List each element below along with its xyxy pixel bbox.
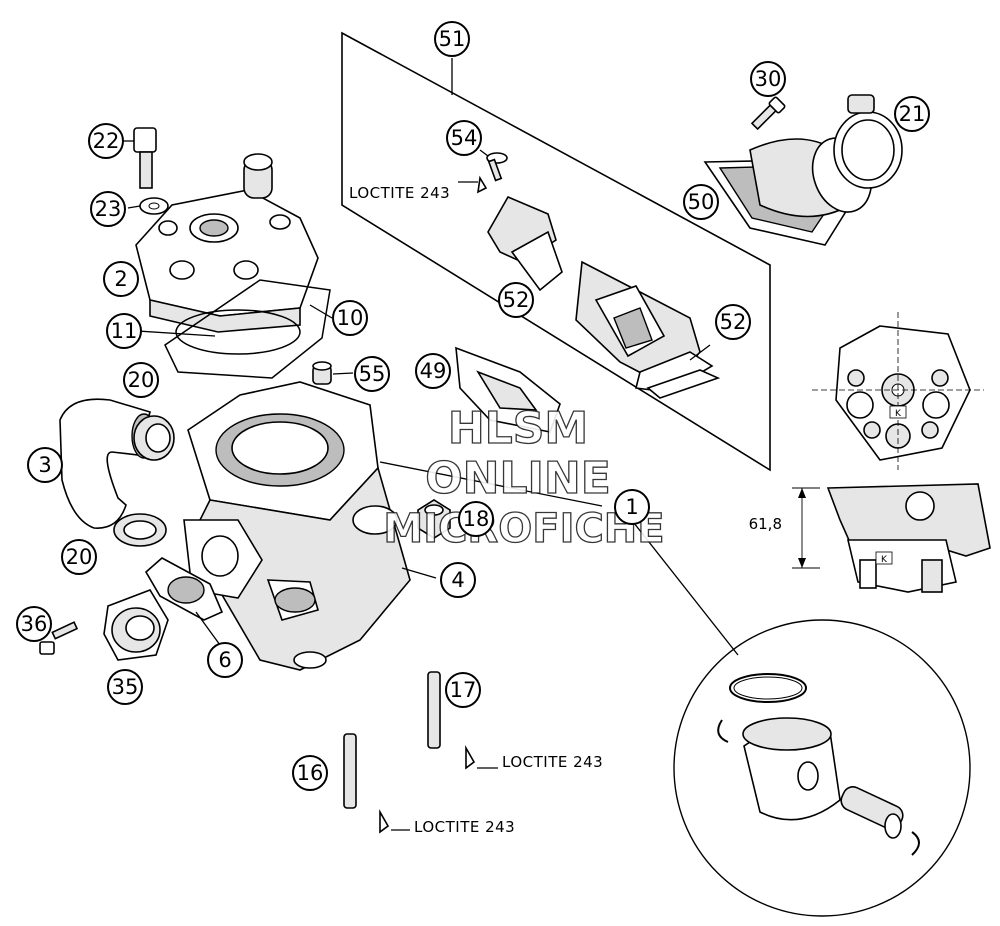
- callout-2: 2: [103, 261, 139, 297]
- loctite-note-stud17: LOCTITE 243: [502, 753, 603, 771]
- gasket-49: [455, 346, 561, 433]
- piston-detail: [673, 619, 971, 917]
- height-dimension: 61,8: [749, 515, 782, 533]
- callout-55: 55: [354, 356, 390, 392]
- screw-36: [39, 621, 79, 655]
- callout-23: 23: [90, 191, 126, 227]
- svg-text:10: 10: [337, 306, 364, 330]
- svg-text:49: 49: [420, 359, 447, 383]
- callout-3: 3: [27, 447, 63, 483]
- cylinder-4: [183, 381, 411, 671]
- flange-35: [103, 589, 169, 661]
- callout-18: 18: [458, 501, 494, 537]
- cylinder-mark-side: K: [881, 555, 888, 565]
- callout-10: 10: [332, 300, 368, 336]
- svg-text:11: 11: [111, 319, 138, 343]
- svg-text:36: 36: [21, 612, 48, 636]
- callout-6: 6: [207, 642, 243, 678]
- callout-20-top: 20: [123, 362, 159, 398]
- exhaust-elbow-3: [59, 398, 157, 529]
- hose-clamp-21: [833, 94, 903, 189]
- screw-30: [750, 96, 786, 131]
- callout-49: 49: [415, 353, 451, 389]
- svg-text:2: 2: [114, 267, 127, 291]
- callout-4: 4: [440, 562, 476, 598]
- callout-35: 35: [107, 669, 143, 705]
- loctite-notes: LOCTITE 243 LOCTITE 243 LOCTITE 243: [349, 184, 603, 836]
- svg-text:3: 3: [38, 453, 51, 477]
- svg-text:50: 50: [688, 190, 715, 214]
- watermark: HLSM ONLINE MICROFICHE: [383, 402, 666, 552]
- cylinder-top-view: K: [812, 312, 984, 470]
- svg-text:1: 1: [625, 495, 638, 519]
- callout-1: 1: [614, 489, 650, 525]
- svg-text:52: 52: [503, 288, 530, 312]
- svg-text:21: 21: [899, 102, 926, 126]
- callout-52-right: 52: [715, 304, 751, 340]
- callout-11: 11: [106, 313, 142, 349]
- cylinder-side-view: K 61,8: [749, 483, 991, 593]
- callout-51: 51: [434, 21, 470, 57]
- loctite-note-reed: LOCTITE 243: [349, 184, 450, 202]
- svg-text:16: 16: [297, 761, 324, 785]
- watermark-line1: HLSM: [448, 403, 588, 454]
- svg-text:22: 22: [93, 129, 120, 153]
- callout-20-bottom: 20: [61, 539, 97, 575]
- stud-17: [427, 671, 476, 770]
- washer-23: [139, 197, 169, 215]
- cylinder-head-2: [135, 153, 319, 333]
- callout-22: 22: [88, 123, 124, 159]
- stud-16: [343, 733, 390, 834]
- svg-text:6: 6: [218, 648, 231, 672]
- callout-36: 36: [16, 606, 52, 642]
- callout-16: 16: [292, 755, 328, 791]
- loctite-note-stud16: LOCTITE 243: [414, 818, 515, 836]
- svg-text:30: 30: [755, 67, 782, 91]
- svg-text:17: 17: [450, 678, 477, 702]
- callout-54: 54: [446, 120, 482, 156]
- svg-text:51: 51: [439, 27, 466, 51]
- nut-18: [417, 499, 451, 539]
- needle-bearing-20-top: [133, 415, 175, 461]
- callout-21: 21: [894, 96, 930, 132]
- svg-text:55: 55: [359, 362, 386, 386]
- pin-55: [312, 361, 332, 385]
- svg-text:18: 18: [463, 507, 490, 531]
- callout-17: 17: [445, 672, 481, 708]
- callout-30: 30: [750, 61, 786, 97]
- cylinder-mark-top: K: [895, 409, 902, 419]
- gaskets-10-11: [164, 279, 331, 379]
- needle-bearing-20-bottom: [113, 513, 167, 547]
- svg-text:52: 52: [720, 310, 747, 334]
- svg-text:20: 20: [66, 545, 93, 569]
- watermark-line2: ONLINE: [425, 453, 611, 504]
- svg-text:35: 35: [112, 675, 139, 699]
- svg-text:23: 23: [95, 197, 122, 221]
- gasket-6: [144, 557, 224, 621]
- callout-50: 50: [683, 184, 719, 220]
- svg-text:20: 20: [128, 368, 155, 392]
- bolt-22: [133, 127, 157, 189]
- screw-54: [476, 152, 508, 194]
- svg-text:4: 4: [451, 568, 464, 592]
- svg-text:54: 54: [451, 126, 478, 150]
- callout-52-left: 52: [498, 282, 534, 318]
